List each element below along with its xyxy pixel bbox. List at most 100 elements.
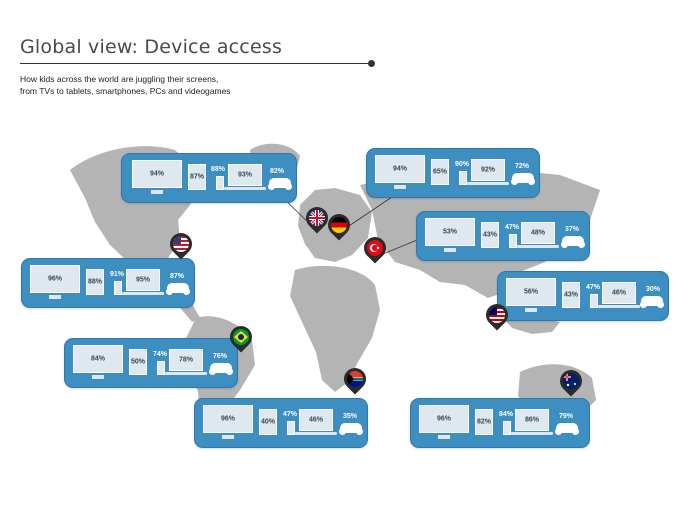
tablet-percent: 88% bbox=[87, 278, 103, 286]
console-percent: 35% bbox=[343, 413, 358, 420]
tablet-icon: 87% bbox=[188, 164, 206, 190]
country-card-south-africa: 96% 40% 47% 46% 35% bbox=[194, 398, 368, 448]
pc-percent: 93% bbox=[237, 171, 253, 179]
gamepad-icon bbox=[561, 236, 585, 248]
tv-stand bbox=[444, 248, 456, 252]
tv-icon: 96% bbox=[203, 405, 253, 433]
uk-flag-icon bbox=[309, 210, 325, 226]
tablet-percent: 40% bbox=[260, 418, 276, 426]
tv-stand bbox=[438, 435, 450, 439]
phone-icon bbox=[459, 171, 467, 185]
tv-percent: 94% bbox=[149, 170, 165, 178]
laptop-base bbox=[122, 292, 164, 295]
south-africa-flag-pin bbox=[339, 363, 371, 395]
console-percent: 87% bbox=[170, 273, 185, 280]
phone-icon bbox=[216, 176, 224, 190]
console-percent: 79% bbox=[559, 413, 574, 420]
tv-stand bbox=[151, 190, 163, 194]
pc-percent: 95% bbox=[135, 276, 151, 284]
phone-percent: 74% bbox=[153, 351, 168, 358]
country-card-malaysia: 56% 43% 47% 46% 30% bbox=[497, 271, 669, 321]
australia-flag-icon bbox=[563, 373, 576, 387]
pc-percent: 46% bbox=[611, 289, 627, 297]
brazil-flag-icon bbox=[234, 331, 248, 343]
pc-percent: 46% bbox=[308, 416, 324, 424]
tv-icon: 84% bbox=[73, 345, 123, 373]
laptop-base bbox=[598, 305, 640, 308]
phone-icon bbox=[503, 421, 511, 435]
africa bbox=[290, 265, 380, 392]
country-card-germany: 94% 65% 90% 92% 72% bbox=[366, 148, 540, 198]
laptop-base bbox=[295, 432, 337, 435]
laptop-icon: 78% bbox=[169, 349, 203, 371]
phone-percent: 84% bbox=[499, 411, 514, 418]
tablet-percent: 43% bbox=[482, 231, 498, 239]
turkey-flag-icon bbox=[370, 244, 380, 252]
phone-icon bbox=[114, 281, 122, 295]
pc-percent: 78% bbox=[178, 356, 194, 364]
tablet-icon: 43% bbox=[481, 222, 499, 248]
tablet-icon: 40% bbox=[259, 409, 277, 435]
malaysia-flag-icon bbox=[489, 307, 497, 315]
console-percent: 30% bbox=[646, 286, 661, 293]
country-card-australia: 96% 82% 84% 86% 79% bbox=[410, 398, 590, 448]
gamepad-icon bbox=[268, 178, 292, 190]
gamepad-icon bbox=[640, 296, 664, 308]
tv-stand bbox=[222, 435, 234, 439]
tv-stand bbox=[525, 308, 537, 312]
tv-percent: 96% bbox=[436, 415, 452, 423]
laptop-base bbox=[467, 182, 509, 185]
phone-percent: 47% bbox=[283, 411, 298, 418]
phone-icon bbox=[590, 294, 598, 308]
laptop-icon: 86% bbox=[515, 409, 549, 431]
console-percent: 76% bbox=[213, 353, 228, 360]
phone-percent: 47% bbox=[586, 284, 601, 291]
phone-icon bbox=[157, 361, 165, 375]
tv-stand bbox=[49, 295, 61, 299]
tablet-percent: 43% bbox=[563, 291, 579, 299]
tv-icon: 96% bbox=[30, 265, 80, 293]
laptop-icon: 48% bbox=[521, 222, 555, 244]
title-divider-dot bbox=[368, 60, 375, 67]
phone-percent: 90% bbox=[455, 161, 470, 168]
phone-percent: 47% bbox=[505, 224, 520, 231]
tv-stand bbox=[92, 375, 104, 379]
country-card-brazil: 84% 50% 74% 78% 76% bbox=[64, 338, 238, 388]
phone-percent: 88% bbox=[211, 166, 226, 173]
gamepad-icon bbox=[209, 363, 233, 375]
tv-percent: 56% bbox=[523, 288, 539, 296]
laptop-base bbox=[224, 187, 266, 190]
subtitle-line-2: from TVs to tablets, smartphones, PCs an… bbox=[20, 86, 231, 96]
laptop-base bbox=[511, 432, 553, 435]
turkey-flag-pin bbox=[359, 232, 391, 264]
subtitle: How kids across the world are juggling t… bbox=[20, 73, 320, 97]
phone-icon bbox=[509, 234, 517, 248]
console-percent: 37% bbox=[565, 226, 580, 233]
tablet-icon: 82% bbox=[475, 409, 493, 435]
uk-flag-pin bbox=[301, 202, 333, 234]
tv-icon: 94% bbox=[375, 155, 425, 183]
gamepad-icon bbox=[555, 423, 579, 435]
tv-percent: 53% bbox=[442, 228, 458, 236]
country-card-turkey: 53% 43% 47% 48% 37% bbox=[416, 211, 590, 261]
gamepad-icon bbox=[166, 283, 190, 295]
tablet-percent: 50% bbox=[130, 358, 146, 366]
country-card-usa: 96% 88% 91% 95% 87% bbox=[21, 258, 195, 308]
usa-flag-icon bbox=[173, 236, 181, 244]
tv-percent: 84% bbox=[90, 355, 106, 363]
tv-icon: 96% bbox=[419, 405, 469, 433]
gamepad-icon bbox=[339, 423, 363, 435]
country-card-uk: 94% 87% 88% 93% 82% bbox=[121, 153, 297, 203]
console-percent: 72% bbox=[515, 163, 530, 170]
tv-percent: 96% bbox=[47, 275, 63, 283]
laptop-base bbox=[517, 245, 559, 248]
laptop-icon: 92% bbox=[471, 159, 505, 181]
australia-flag-pin bbox=[555, 365, 587, 397]
page-title: Global view: Device access bbox=[20, 36, 283, 58]
tablet-percent: 87% bbox=[189, 173, 205, 181]
laptop-icon: 46% bbox=[299, 409, 333, 431]
tablet-percent: 82% bbox=[476, 418, 492, 426]
phone-icon bbox=[287, 421, 295, 435]
tv-stand bbox=[394, 185, 406, 189]
tv-icon: 94% bbox=[132, 160, 182, 188]
